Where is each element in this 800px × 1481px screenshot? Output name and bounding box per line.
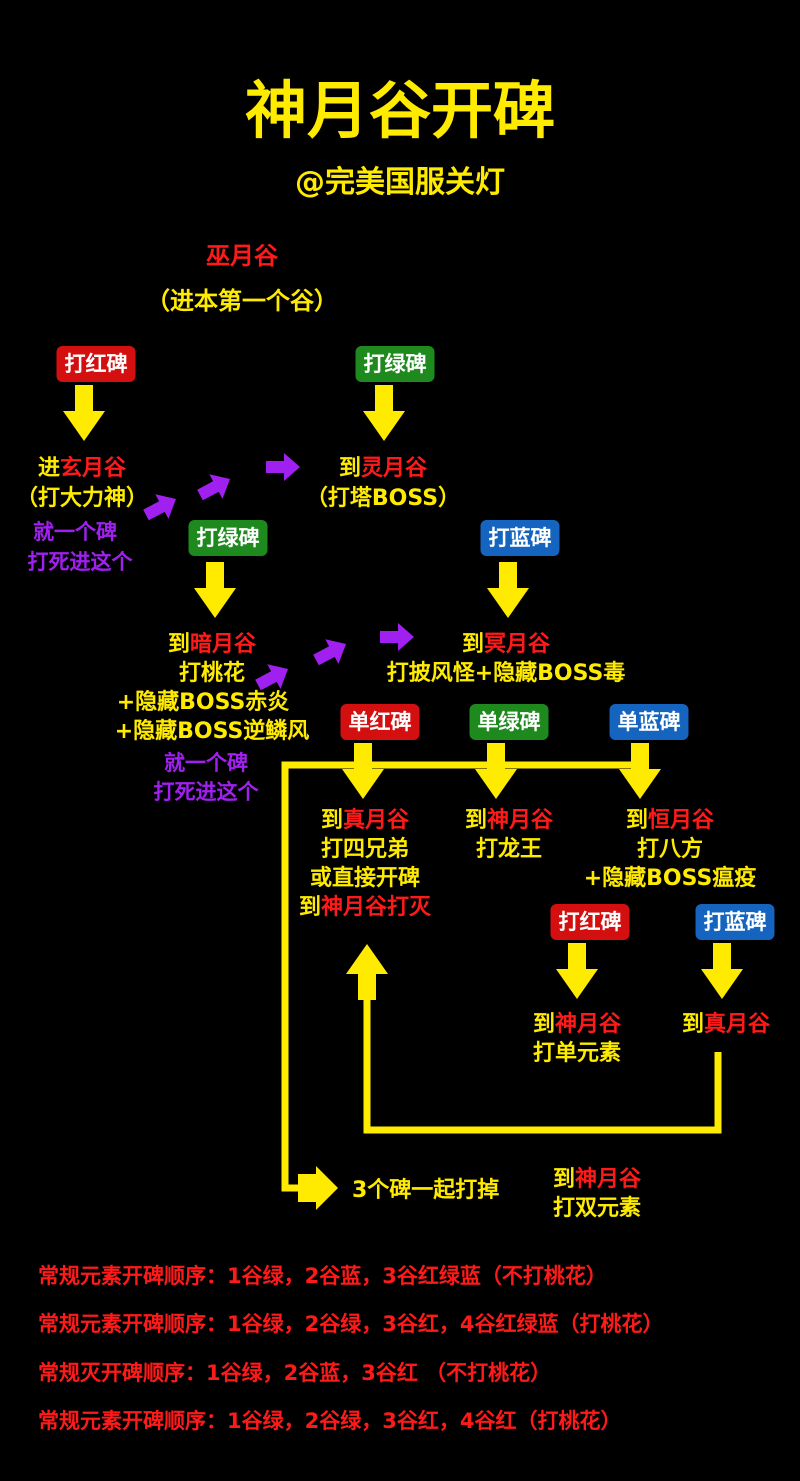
note-kill-enter: 打死进这个 xyxy=(27,550,133,574)
valley-node-shen: 到神月谷 xyxy=(532,1012,622,1037)
note-one-stele: 就一个碑 xyxy=(164,751,248,775)
stele-badge-red: 打红碑 xyxy=(56,346,136,382)
purple-arrow-6 xyxy=(380,623,414,651)
valley-node-shen-task: 打龙王 xyxy=(475,837,543,862)
valley-node-xuan: 进玄月谷 xyxy=(37,456,127,481)
valley-node-an-hidden1: +隐藏BOSS赤炎 xyxy=(116,690,290,715)
purple-arrow-2 xyxy=(193,466,237,508)
order-rule: 常规元素开碑顺序：1谷绿，2谷绿，3谷红，4谷红（打桃花） xyxy=(38,1409,622,1433)
arrow-down-single-blue xyxy=(619,743,661,799)
loop-zhen2-to-zhen1 xyxy=(363,998,722,1134)
valley-node-xuan-task: （打大力神） xyxy=(15,486,149,511)
valley-node-heng: 到恒月谷 xyxy=(625,808,715,833)
start-valley-note: （进本第一个谷） xyxy=(146,287,338,315)
stele-badge-green: 打绿碑 xyxy=(355,346,435,382)
start-valley-name: 巫月谷 xyxy=(206,242,278,270)
order-rule: 常规灭开碑顺序：1谷绿，2谷蓝，3谷红 （不打桃花） xyxy=(38,1361,552,1385)
stele-badge-red: 打红碑 xyxy=(550,904,630,940)
note-one-stele: 就一个碑 xyxy=(33,520,117,544)
arrow-down-blue-to-zhen2 xyxy=(701,943,743,999)
order-rule: 常规元素开碑顺序：1谷绿，2谷绿，3谷红，4谷红绿蓝（打桃花） xyxy=(38,1312,664,1336)
arrow-down-single-red xyxy=(342,743,384,799)
valley-node-shen-task: 打单元素 xyxy=(532,1041,622,1066)
valley-node-an-task: 打桃花 xyxy=(178,661,246,686)
arrow-down-red-to-xuan xyxy=(63,385,105,441)
three-steles-together: 3个碑一起打掉 xyxy=(352,1178,500,1203)
single-stele-badge-blue: 单蓝碑 xyxy=(609,704,689,740)
purple-arrow-5 xyxy=(309,631,353,673)
single-stele-badge-green: 单绿碑 xyxy=(469,704,549,740)
valley-node-zhen-alt: 或直接开碑 xyxy=(309,866,421,891)
valley-node-ling-task: （打塔BOSS） xyxy=(305,486,461,511)
valley-node-shen: 到神月谷 xyxy=(464,808,554,833)
valley-node-heng-task: 打八方 xyxy=(636,837,704,862)
arrow-down-green-to-an xyxy=(194,562,236,618)
arrow-down-red-to-shen2 xyxy=(556,943,598,999)
valley-node-ling: 到灵月谷 xyxy=(338,456,428,481)
valley-node-shen: 到神月谷 xyxy=(552,1167,642,1192)
bracket-to-together xyxy=(281,761,363,1192)
single-stele-badge-red: 单红碑 xyxy=(340,704,420,740)
note-kill-enter: 打死进这个 xyxy=(153,780,259,804)
arrow-down-single-green xyxy=(475,743,517,799)
valley-node-an: 到暗月谷 xyxy=(167,632,257,657)
stele-badge-green: 打绿碑 xyxy=(188,520,268,556)
arrow-up-to-zhen1 xyxy=(346,944,388,1000)
stele-badge-blue: 打蓝碑 xyxy=(480,520,560,556)
stele-badge-blue: 打蓝碑 xyxy=(695,904,775,940)
purple-arrow-3 xyxy=(266,453,300,481)
order-rule: 常规元素开碑顺序：1谷绿，2谷蓝，3谷红绿蓝（不打桃花） xyxy=(38,1264,607,1288)
valley-node-shen-task: 打双元素 xyxy=(552,1196,642,1221)
page-title: 神月谷开碑 xyxy=(244,74,556,147)
valley-node-heng-hidden: +隐藏BOSS瘟疫 xyxy=(583,866,757,891)
valley-node-ming-task: 打披风怪+隐藏BOSS毒 xyxy=(386,661,626,686)
valley-node-zhen: 到真月谷 xyxy=(320,808,410,833)
valley-node-zhen-task: 打四兄弟 xyxy=(320,837,410,862)
valley-node-zhen: 到真月谷 xyxy=(681,1012,771,1037)
valley-node-an-hidden2: +隐藏BOSS逆鳞风 xyxy=(114,719,310,744)
arrow-right-to-together xyxy=(298,1166,338,1210)
valley-node-zhen-to-shen: 到神月谷打灭 xyxy=(298,895,432,920)
arrow-down-blue-to-ming xyxy=(487,562,529,618)
author-credit: @完美国服关灯 xyxy=(295,165,505,200)
valley-node-ming: 到冥月谷 xyxy=(461,632,551,657)
arrow-down-green-to-ling xyxy=(363,385,405,441)
